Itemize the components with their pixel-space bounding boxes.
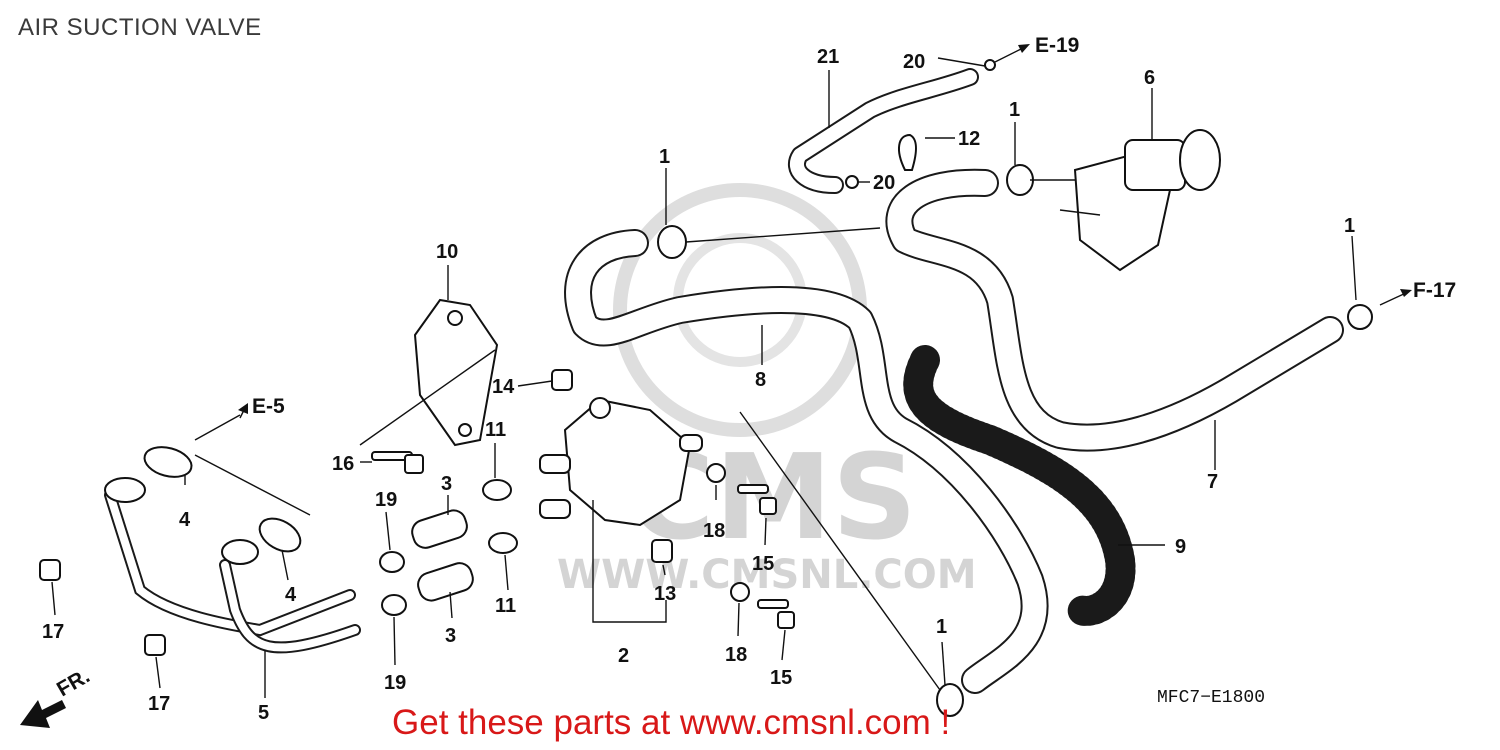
clamp-19b[interactable]: [381, 594, 407, 616]
label-6: 6: [1144, 67, 1155, 89]
label-3b: 3: [445, 625, 456, 647]
label-17a: 17: [42, 621, 64, 643]
clamp-1c[interactable]: [1347, 304, 1373, 330]
hose-3a[interactable]: [409, 507, 470, 551]
label-1d: 1: [936, 616, 947, 638]
label-7: 7: [1207, 471, 1218, 493]
label-15b: 15: [770, 667, 792, 689]
label-3a: 3: [441, 473, 452, 495]
bolt-15b[interactable]: [757, 599, 795, 629]
label-11a: 11: [485, 419, 506, 441]
label-18a: 18: [703, 520, 725, 542]
label-15a: 15: [752, 553, 774, 575]
clamp-19a[interactable]: [379, 551, 405, 573]
label-2: 2: [618, 645, 629, 667]
label-20b: 20: [873, 172, 895, 194]
gasket-4a[interactable]: [141, 442, 195, 481]
label-5: 5: [258, 702, 269, 724]
corrugated-hose-9[interactable]: [903, 345, 1136, 626]
hose-8[interactable]: [564, 229, 1049, 694]
watermark-site: WWW.CMSNL.COM: [557, 552, 977, 598]
label-19b: 19: [384, 672, 406, 694]
label-17b: 17: [148, 693, 170, 715]
clamp-1a[interactable]: [1006, 164, 1034, 196]
label-14: 14: [492, 376, 515, 398]
nut-13[interactable]: [651, 539, 673, 563]
bracket-10[interactable]: [413, 298, 499, 447]
ref-e19: E-19: [1035, 34, 1079, 57]
label-18b: 18: [725, 644, 747, 666]
clamp-1b[interactable]: [657, 225, 687, 259]
diagram-code: MFC7−E1800: [1157, 688, 1265, 708]
clip-12[interactable]: [898, 133, 917, 171]
bolt-16[interactable]: [371, 451, 424, 474]
label-11b: 11: [495, 595, 516, 617]
leader-lines: [51, 57, 1357, 698]
arrow-f17: [1379, 289, 1412, 306]
clamp-11a[interactable]: [482, 479, 512, 501]
label-1c: 1: [1344, 215, 1355, 237]
diagram-title: AIR SUCTION VALVE: [18, 14, 262, 41]
label-8: 8: [755, 369, 766, 391]
label-21: 21: [817, 46, 839, 68]
label-4b: 4: [285, 584, 297, 606]
hose-7[interactable]: [885, 168, 1344, 452]
label-16: 16: [332, 453, 354, 475]
label-4a: 4: [179, 509, 191, 531]
ref-f17: F-17: [1413, 279, 1456, 302]
label-12: 12: [958, 128, 980, 150]
pipe-assembly-5[interactable]: [104, 477, 361, 654]
arrow-e19: [994, 44, 1030, 63]
ref-e5: E-5: [252, 395, 285, 418]
reed-valve-6[interactable]: [1059, 129, 1221, 272]
bolt-17b[interactable]: [144, 634, 166, 656]
clamp-1d[interactable]: [936, 683, 964, 717]
hose-21[interactable]: [788, 68, 979, 194]
label-19a: 19: [375, 489, 397, 511]
promo-link[interactable]: Get these parts at www.cmsnl.com !: [392, 703, 951, 742]
arrow-e5: [238, 403, 248, 419]
washer-18a[interactable]: [706, 463, 726, 483]
label-10: 10: [436, 241, 458, 263]
label-20a: 20: [903, 51, 925, 73]
hose-3b[interactable]: [415, 560, 476, 604]
bolt-15a[interactable]: [737, 484, 777, 515]
front-arrow: [20, 700, 66, 728]
label-1b: 1: [659, 146, 670, 168]
label-1a: 1: [1009, 99, 1020, 121]
washer-18b[interactable]: [730, 582, 750, 602]
valve-body-2[interactable]: [539, 397, 703, 527]
label-13: 13: [654, 583, 676, 605]
gasket-4b[interactable]: [254, 512, 306, 558]
bolt-17a[interactable]: [39, 559, 61, 581]
bolt-14[interactable]: [551, 369, 573, 391]
clamp-11b[interactable]: [488, 532, 518, 554]
label-9: 9: [1175, 536, 1186, 558]
front-label: FR.: [53, 664, 94, 701]
